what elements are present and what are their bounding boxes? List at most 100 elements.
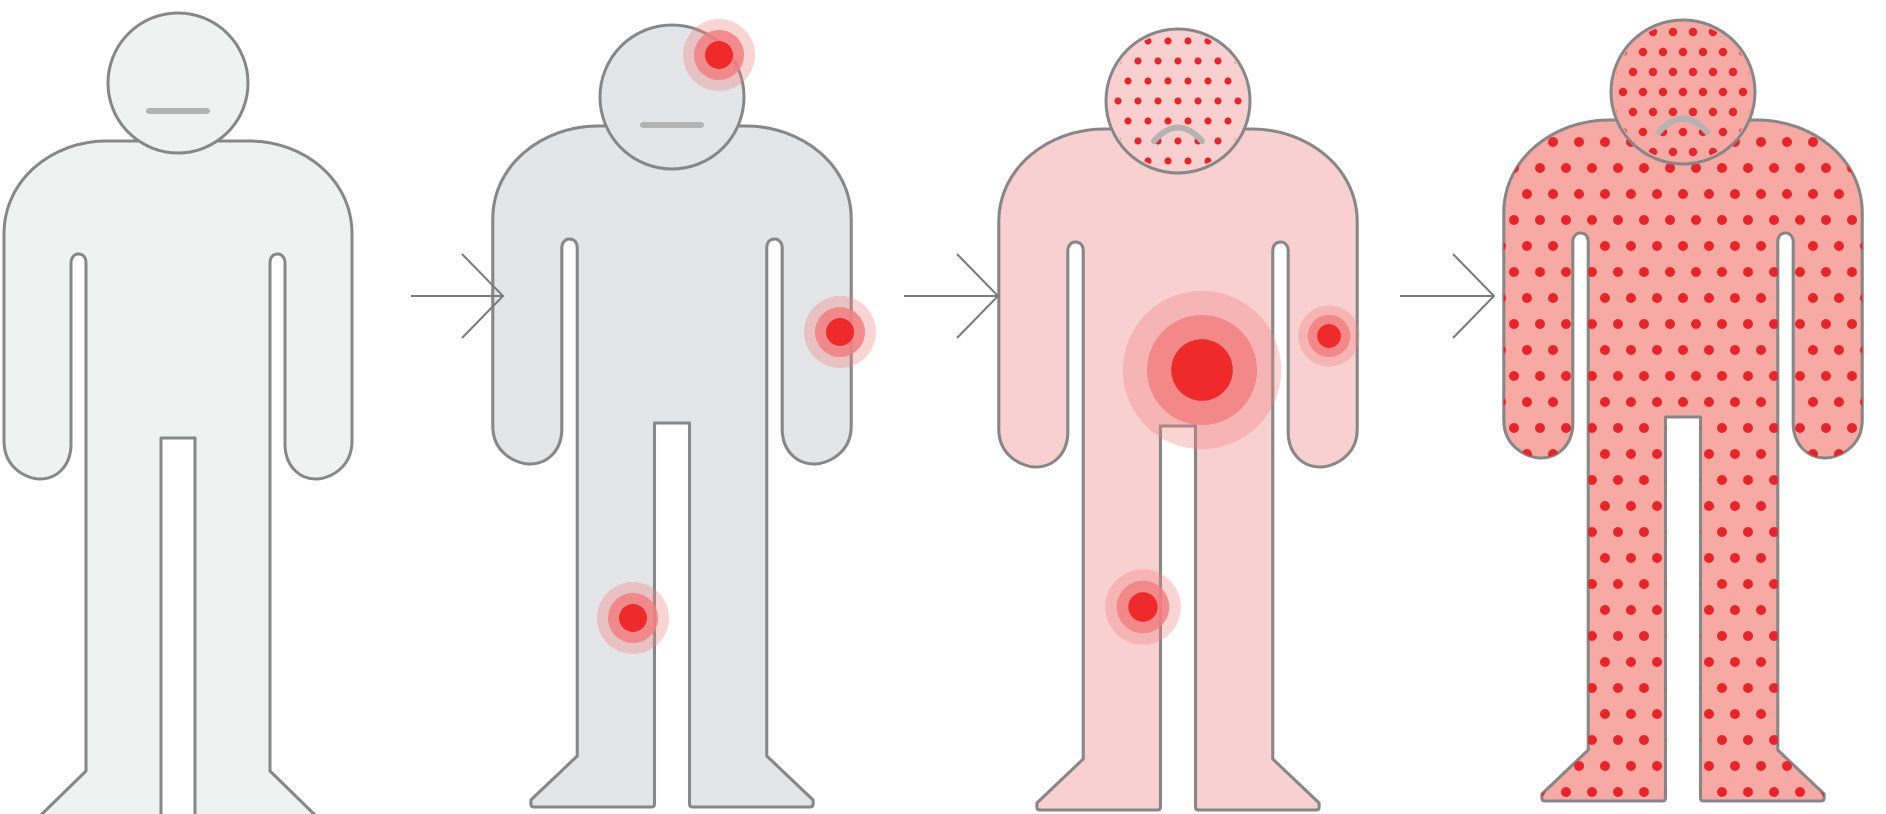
speckle-dot	[1613, 215, 1623, 225]
speckle-dot	[1134, 17, 1141, 24]
speckle-dot	[1669, 28, 1677, 36]
human-figure-icon	[1470, 8, 1886, 814]
speckle-dot	[1535, 163, 1545, 173]
speckle-dot	[1574, 241, 1584, 251]
pain-spot-icon	[1123, 291, 1281, 449]
speckle-dot	[1834, 709, 1844, 719]
speckle-dot	[1665, 215, 1675, 225]
speckle-dot	[1626, 449, 1636, 459]
speckle-dot	[1184, 117, 1191, 124]
speckle-dot	[1639, 735, 1649, 745]
speckle-dot	[1717, 423, 1727, 433]
speckle-dot	[1639, 787, 1649, 797]
speckle-dot	[1704, 345, 1714, 355]
speckle-dot	[1483, 215, 1493, 225]
pain-core	[619, 604, 647, 632]
speckle-dot	[1719, 128, 1727, 136]
speckle-dot	[1522, 605, 1532, 615]
speckle-dot	[1194, 57, 1201, 64]
speckle-dot	[1669, 108, 1677, 116]
speckle-dot	[1470, 553, 1480, 563]
speckle-dot	[1669, 148, 1677, 156]
speckle-dot	[1600, 709, 1610, 719]
speckle-dot	[1860, 137, 1870, 147]
speckle-dot	[1795, 735, 1805, 745]
speckle-dot	[1639, 579, 1649, 589]
speckle-dot	[1782, 449, 1792, 459]
speckle-dot	[1769, 215, 1779, 225]
speckle-dot	[1483, 371, 1493, 381]
speckle-dot	[1496, 501, 1506, 511]
speckle-dot	[1587, 683, 1597, 693]
speckle-dot	[1795, 423, 1805, 433]
figure-body	[1504, 120, 1862, 801]
speckle-dot	[1522, 657, 1532, 667]
speckle-dot	[1600, 449, 1610, 459]
speckle-dot	[1074, 57, 1081, 64]
speckle-dot	[1795, 683, 1805, 693]
speckle-dot	[1782, 553, 1792, 563]
speckle-dot	[1574, 657, 1584, 667]
speckle-dot	[1821, 735, 1831, 745]
speckle-dot	[1561, 735, 1571, 745]
speckle-dot	[1254, 17, 1261, 24]
speckle-dot	[1769, 319, 1779, 329]
speckle-dot	[1847, 423, 1857, 433]
pain-spot-icon	[804, 296, 876, 368]
speckle-dot	[1561, 683, 1571, 693]
speckle-dot	[1834, 553, 1844, 563]
speckle-dot	[1717, 163, 1727, 173]
speckle-dot	[1548, 709, 1558, 719]
speckle-dot	[1782, 605, 1792, 615]
speckle-dot	[1626, 709, 1636, 719]
speckle-dot	[1779, 88, 1787, 96]
pain-core	[826, 318, 854, 346]
speckle-dot	[1704, 449, 1714, 459]
speckle-dot	[1579, 8, 1587, 16]
speckle-dot	[1659, 88, 1667, 96]
speckle-dot	[1587, 267, 1597, 277]
speckle-dot	[1769, 683, 1779, 693]
speckle-dot	[1860, 761, 1870, 771]
speckle-dot	[1639, 267, 1649, 277]
speckle-dot	[1691, 215, 1701, 225]
speckle-dot	[1665, 319, 1675, 329]
speckle-dot	[1609, 28, 1617, 36]
speckle-dot	[1626, 605, 1636, 615]
speckle-dot	[1743, 787, 1753, 797]
speckle-dot	[1613, 527, 1623, 537]
speckle-dot	[1689, 68, 1697, 76]
speckle-dot	[1769, 787, 1779, 797]
speckle-dot	[1522, 761, 1532, 771]
speckle-dot	[1234, 97, 1241, 104]
speckle-dot	[1704, 397, 1714, 407]
speckle-dot	[1535, 735, 1545, 745]
speckle-dot	[1144, 117, 1151, 124]
speckle-dot	[1652, 397, 1662, 407]
speckle-dot	[1234, 17, 1241, 24]
speckle-dot	[1154, 17, 1161, 24]
speckle-dot	[1535, 423, 1545, 433]
speckle-dot	[1795, 163, 1805, 173]
speckle-dot	[1873, 371, 1883, 381]
speckle-dot	[1600, 241, 1610, 251]
speckle-dot	[1782, 189, 1792, 199]
speckle-dot	[1717, 579, 1727, 589]
speckle-dot	[1561, 787, 1571, 797]
speckle-dot	[1808, 397, 1818, 407]
speckle-dot	[1613, 631, 1623, 641]
speckle-dot	[1626, 761, 1636, 771]
speckle-dot	[1600, 553, 1610, 563]
speckle-dot	[1756, 553, 1766, 563]
speckle-dot	[1587, 579, 1597, 589]
speckle-dot	[1509, 371, 1519, 381]
speckle-dot	[1470, 501, 1480, 511]
speckle-dot	[1509, 735, 1519, 745]
right-arrow-icon	[904, 254, 998, 338]
speckle-dot	[1769, 631, 1779, 641]
figure-body	[493, 126, 851, 807]
speckle-dot	[1678, 709, 1688, 719]
speckle-dot	[1613, 319, 1623, 329]
speckle-dot	[1639, 163, 1649, 173]
speckle-dot	[1860, 449, 1870, 459]
